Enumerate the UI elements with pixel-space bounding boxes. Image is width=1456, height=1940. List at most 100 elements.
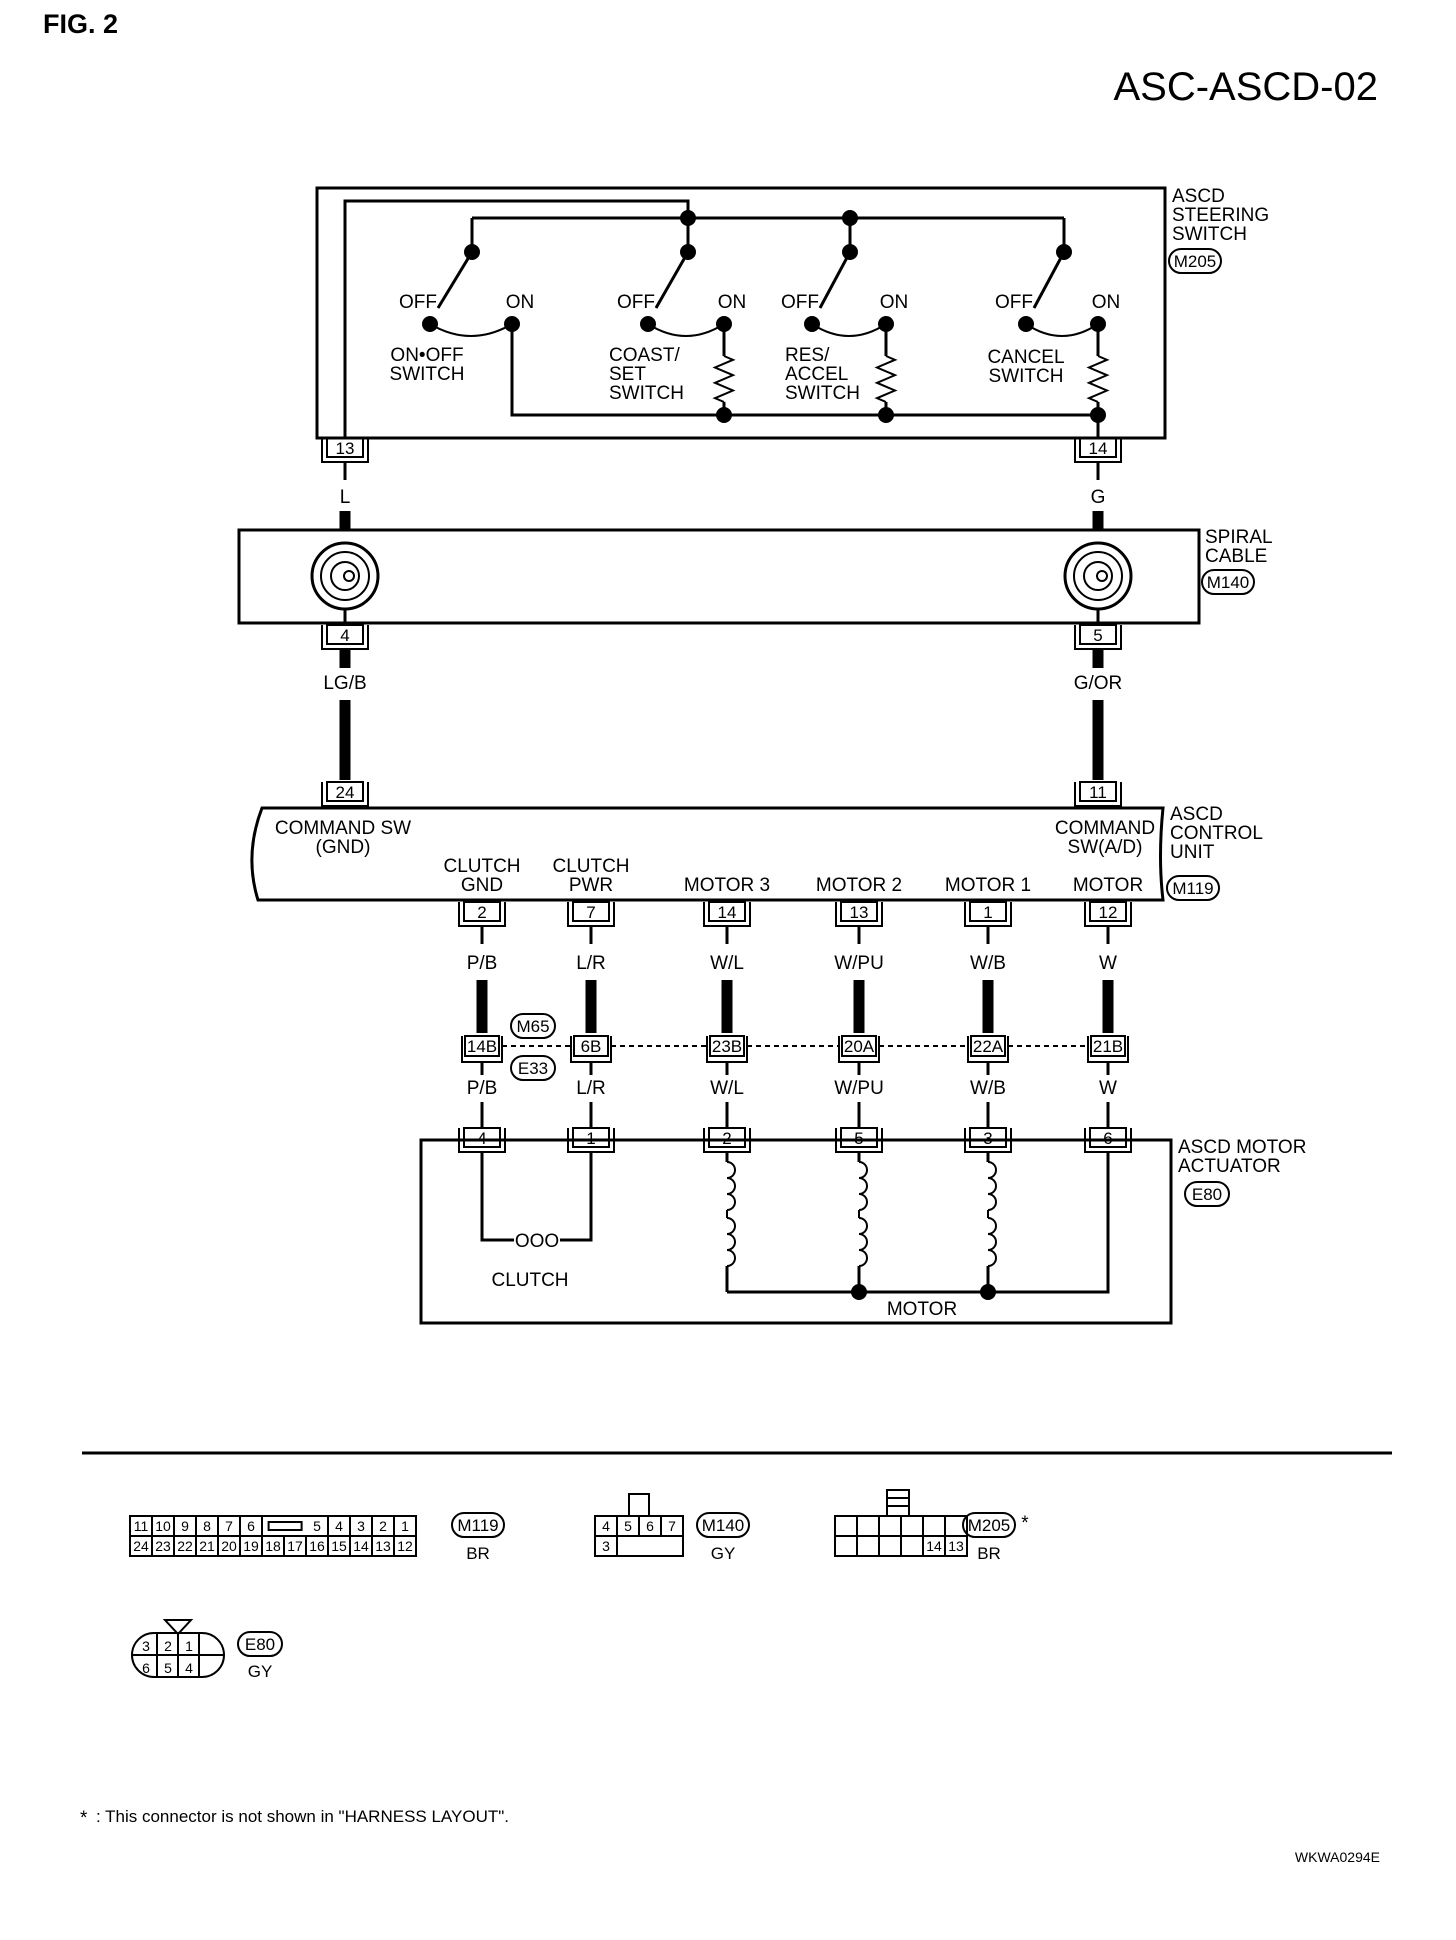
figure-label: FIG. 2	[43, 9, 118, 39]
wire-color-gor: G/OR	[1074, 673, 1123, 694]
e80-key	[162, 1619, 194, 1636]
motor-coil-upper-1	[726, 1161, 736, 1211]
switch-1-name: ON•OFF	[390, 345, 463, 366]
command-gnd-label: (GND)	[316, 837, 371, 858]
wire-color-lgb: LG/B	[323, 673, 366, 694]
e80-pin-2: 2	[164, 1638, 172, 1654]
m119-pin-14: 14	[353, 1538, 369, 1554]
spiral-pin-4-number: 4	[340, 626, 349, 645]
junction-box-20A	[841, 1035, 877, 1057]
junction-connector-tag-e33-text: E33	[518, 1059, 548, 1078]
e80-tag-text: E80	[245, 1635, 275, 1654]
m140-pin-7: 7	[668, 1518, 676, 1534]
switch-2-name: SET	[609, 364, 646, 385]
junction-box-23B	[709, 1035, 745, 1057]
e80-tag	[237, 1631, 283, 1657]
spiral-cable-connector-tag-text: M140	[1207, 573, 1250, 592]
m205-tag	[962, 1512, 1016, 1538]
control-unit-connector-tag-text: M119	[1172, 879, 1213, 898]
spiral-left-inner	[330, 561, 360, 591]
switch-1-name: SWITCH	[390, 364, 465, 385]
junction-pin-23B: 23B	[712, 1037, 742, 1056]
wire-color-bottom-3: W/L	[710, 1078, 744, 1099]
spiral-left-ring	[320, 551, 370, 601]
m119-pin-13: 13	[375, 1538, 391, 1554]
m140-pin-6: 6	[646, 1518, 654, 1534]
output-label-5: MOTOR 1	[945, 875, 1031, 896]
wire-color-g: G	[1091, 487, 1106, 508]
m119-pin-17: 17	[287, 1538, 303, 1554]
m119-pin-3: 3	[357, 1518, 365, 1534]
command-ad-label: SW(A/D)	[1068, 837, 1143, 858]
steering-switch-name: STEERING	[1172, 205, 1269, 226]
junction-pin-21B: 21B	[1093, 1037, 1123, 1056]
spiral-left-core	[343, 570, 355, 582]
m119-pin-8: 8	[203, 1518, 211, 1534]
motor-actuator-connector-tag-text: E80	[1192, 1185, 1222, 1204]
motor-coil-lower-3	[987, 1217, 997, 1267]
output-pin-14-box	[708, 901, 746, 922]
m119-pin-23: 23	[155, 1538, 171, 1554]
switch-3-on-label: ON	[880, 292, 909, 313]
motor-node-3	[980, 1284, 996, 1300]
switch-3-link	[811, 323, 887, 337]
m119-pin-21: 21	[199, 1538, 215, 1554]
clutch-coil: OOO	[515, 1231, 559, 1252]
control-pin-11-bracket	[1074, 782, 1122, 807]
m119-pin-6: 6	[247, 1518, 255, 1534]
return-line	[510, 324, 1100, 438]
command-ad-label: COMMAND	[1055, 818, 1155, 839]
switch-3-name: SWITCH	[785, 383, 860, 404]
motor-label: MOTOR	[887, 1299, 957, 1320]
e80-pin-1: 1	[185, 1638, 193, 1654]
output-label-3: MOTOR 3	[684, 875, 770, 896]
wire-color-l: L	[340, 487, 351, 508]
junction-pin-14B: 14B	[467, 1037, 497, 1056]
junction-box-6B	[573, 1035, 609, 1057]
control-pin-24-box	[326, 781, 364, 802]
control-unit-name: UNIT	[1170, 842, 1215, 863]
clutch-wire-left	[480, 1152, 514, 1242]
spiral-cable-box	[237, 528, 1201, 625]
switch-2-link	[647, 323, 725, 337]
switch-3-blade	[818, 251, 852, 309]
control-pin-24-number: 24	[336, 783, 355, 802]
motor-node-2	[851, 1284, 867, 1300]
output-pin-13-box	[840, 901, 878, 922]
m119-pin-19: 19	[243, 1538, 259, 1554]
switch-3-off-label: OFF	[781, 292, 819, 313]
e80-color: GY	[248, 1662, 273, 1681]
pin13-feed	[343, 199, 690, 438]
spiral-cable-connector-tag	[1201, 569, 1255, 595]
wire-color-bottom-4: W/PU	[834, 1078, 884, 1099]
output-pin-12-number: 12	[1099, 903, 1118, 922]
m119-tag-text: M119	[457, 1516, 498, 1535]
e80-pin-5: 5	[164, 1660, 172, 1676]
motor-coil-upper-3	[987, 1161, 997, 1211]
junction-pin-22A: 22A	[973, 1037, 1004, 1056]
wire-color-bottom-1: P/B	[467, 1078, 498, 1099]
junction-box-21B	[1090, 1035, 1126, 1057]
m119-pin-20: 20	[221, 1538, 237, 1554]
m140-pin-4: 4	[602, 1518, 610, 1534]
control-unit-box	[250, 806, 1165, 902]
resistor-2	[874, 355, 898, 403]
wire-color-top-6: W	[1099, 953, 1117, 974]
output-pin-12-box	[1089, 901, 1127, 922]
steering-pin-14-number: 14	[1089, 439, 1108, 458]
m205-pin-13: 13	[948, 1538, 964, 1554]
steering-switch-connector-tag-text: M205	[1174, 252, 1217, 271]
spiral-right-ring	[1073, 551, 1123, 601]
actuator-pin-4-box	[463, 1127, 501, 1148]
m119-pin-4: 4	[335, 1518, 343, 1534]
control-pin-24-bracket	[321, 782, 369, 807]
motor-coil-lower-2	[858, 1217, 868, 1267]
m205-pin-14: 14	[926, 1538, 942, 1554]
output-label-4: MOTOR 2	[816, 875, 902, 896]
output-label-1: GND	[461, 875, 503, 896]
spiral-pin-4-box	[326, 624, 364, 645]
m119-pin-2: 2	[379, 1518, 387, 1534]
m140-tag-text: M140	[702, 1516, 745, 1535]
wire-color-top-3: W/L	[710, 953, 744, 974]
steering-pin-13-number: 13	[336, 439, 355, 458]
